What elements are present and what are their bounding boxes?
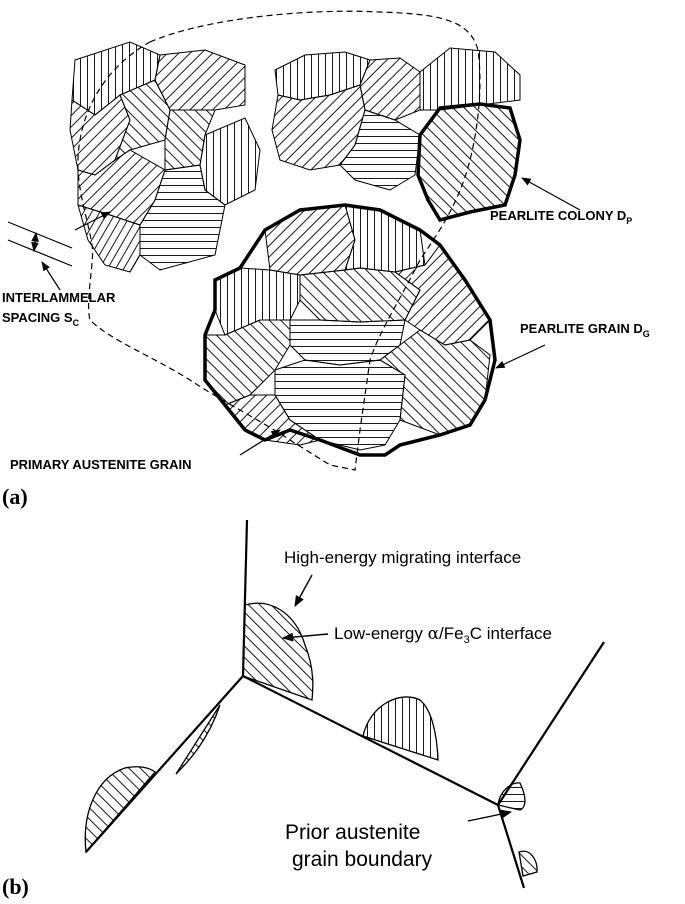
colony-cluster-right: [271, 47, 521, 191]
leader-arrows-a: [239, 177, 581, 456]
prior-austenite-label-line1: Prior austenite: [285, 821, 420, 844]
pearlite-nodule-large: [242, 602, 314, 701]
pearlite-nodule: [497, 782, 526, 811]
leader-arrows-b: [281, 574, 513, 822]
pearlite-colony: [199, 117, 261, 206]
pearlite-colony: [113, 79, 171, 162]
pearlite-colony: [379, 329, 491, 436]
pearlite-colony: [139, 164, 226, 271]
pearlite-nodule: [175, 704, 221, 775]
pearlite-colony: [154, 49, 246, 111]
pearlite-colony: [419, 47, 521, 111]
pearlite-colony-label: PEARLITE COLONY DP: [490, 208, 632, 226]
interlammelar-label-line2: SPACING SC: [2, 310, 80, 328]
pearlite-nodule: [362, 696, 439, 761]
pearlite-colony: [344, 204, 426, 273]
pearlite-colony: [214, 267, 301, 336]
panel-b-drawing: [84, 519, 605, 889]
panel-b-label: (b): [2, 874, 29, 899]
pearlite-grain: [204, 204, 491, 451]
colony-cluster-left: [69, 41, 261, 273]
pearlite-nodule: [84, 766, 156, 854]
panel-a-drawing: [7, 10, 581, 471]
grain-boundaries: [85, 519, 605, 889]
prior-austenite-label-line2: grain boundary: [292, 848, 433, 871]
pearlite-colony: [359, 57, 421, 121]
primary-austenite-label: PRIMARY AUSTENITE GRAIN: [10, 457, 192, 472]
pearlite-colony: [339, 109, 421, 191]
panel-a-label: (a): [2, 484, 28, 509]
pearlite-colony: [264, 204, 356, 276]
interlammelar-label-line1: INTERLAMMELAR: [2, 290, 116, 305]
low-energy-label: Low-energy α/Fe3C interface: [334, 624, 552, 646]
pearlite-colony-bold: [416, 102, 522, 223]
pearlite-grain-label: PEARLITE GRAIN DG: [520, 321, 650, 339]
pearlite-nodules: [84, 602, 538, 877]
interlammelar-indicator: [7, 211, 111, 291]
high-energy-label: High-energy migrating interface: [284, 548, 521, 567]
pearlite-nodule: [518, 850, 538, 877]
pearlite-colony: [77, 204, 141, 273]
pearlite-grain-outline: [203, 203, 497, 457]
